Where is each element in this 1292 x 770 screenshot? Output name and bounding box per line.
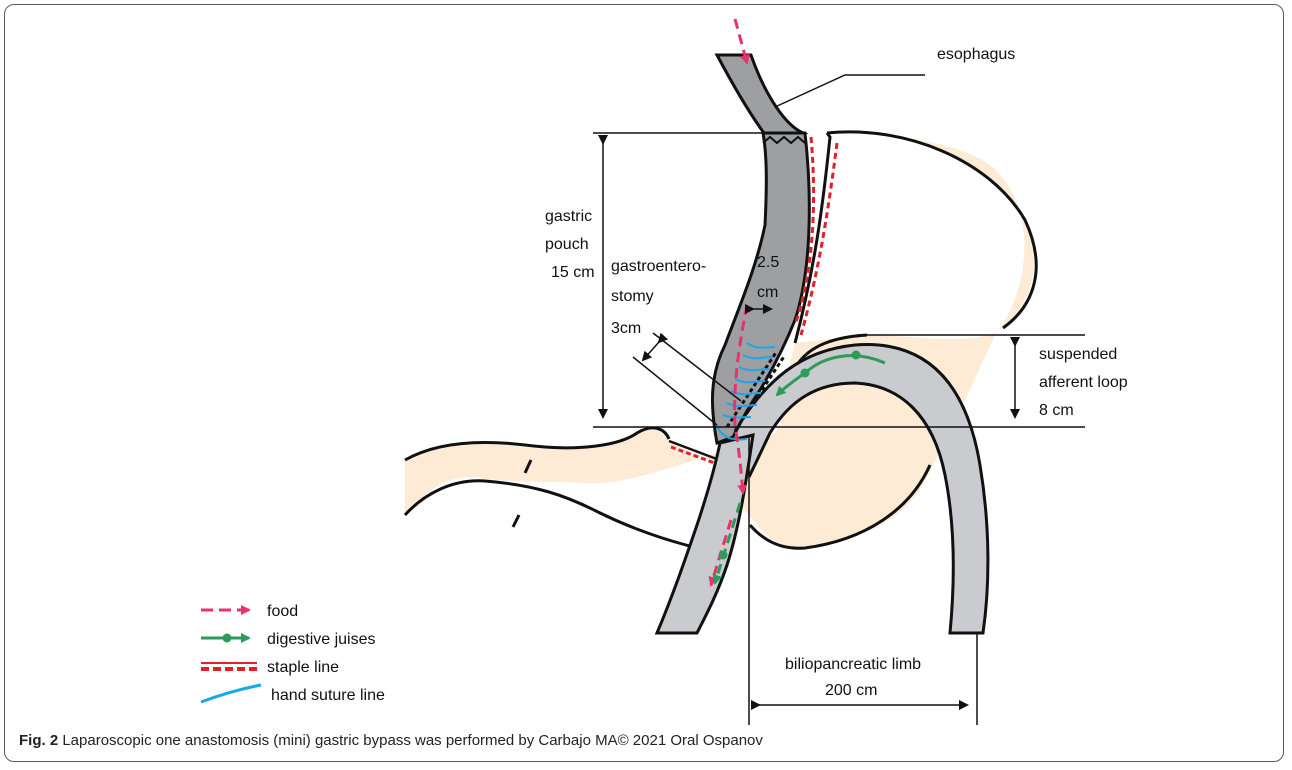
legend-item-suture: hand suture line	[201, 685, 385, 704]
juice-dot	[852, 351, 861, 360]
figure-caption: Fig. 2 Laparoscopic one anastomosis (min…	[19, 732, 1279, 749]
label-width-1: 2.5	[757, 254, 779, 271]
esophagus-leader	[775, 75, 925, 107]
gastric-bypass-diagram: esophagus gastric pouch 15 cm gastroente…	[5, 5, 1284, 725]
legend-item-juice: digestive juises	[201, 631, 376, 648]
pylorus-mark	[513, 515, 519, 527]
juice-dot	[719, 551, 728, 560]
label-width-2: cm	[757, 284, 778, 301]
label-loop-3: 8 cm	[1039, 402, 1074, 419]
ge-line-lower	[633, 357, 717, 425]
figure-frame: esophagus gastric pouch 15 cm gastroente…	[4, 4, 1284, 762]
label-ge-2: stomy	[611, 288, 654, 305]
juice-dot	[801, 369, 810, 378]
legend-label-food: food	[267, 603, 298, 620]
legend-label-juice: digestive juises	[267, 631, 376, 648]
label-limb-2: 200 cm	[825, 682, 877, 699]
label-ge-1: gastroentero-	[611, 258, 706, 275]
legend: food digestive juises staple line hand s…	[201, 603, 385, 704]
label-esophagus: esophagus	[937, 46, 1015, 63]
ge-dimension-arrow	[643, 342, 659, 360]
legend-item-food: food	[201, 603, 298, 620]
caption-fig-number: Fig. 2	[19, 732, 58, 749]
label-ge-3: 3cm	[611, 320, 641, 337]
legend-label-staple: staple line	[267, 659, 339, 676]
label-pouch-1: gastric	[545, 208, 592, 225]
hand-suture-line-icon	[201, 685, 261, 702]
stomach-greater-curvature	[827, 132, 1036, 328]
caption-text: Laparoscopic one anastomosis (mini) gast…	[58, 732, 763, 749]
label-pouch-2: pouch	[545, 236, 589, 253]
legend-item-staple: staple line	[201, 659, 339, 676]
esophagus-tube	[717, 55, 803, 137]
staple-line-icon	[201, 663, 257, 669]
label-pouch-3: 15 cm	[551, 264, 595, 281]
legend-label-suture: hand suture line	[271, 687, 385, 704]
label-limb-1: biliopancreatic limb	[785, 656, 921, 673]
label-loop-1: suspended	[1039, 346, 1117, 363]
duodenum-lower-edge	[405, 481, 705, 550]
label-loop-2: afferent loop	[1039, 374, 1128, 391]
